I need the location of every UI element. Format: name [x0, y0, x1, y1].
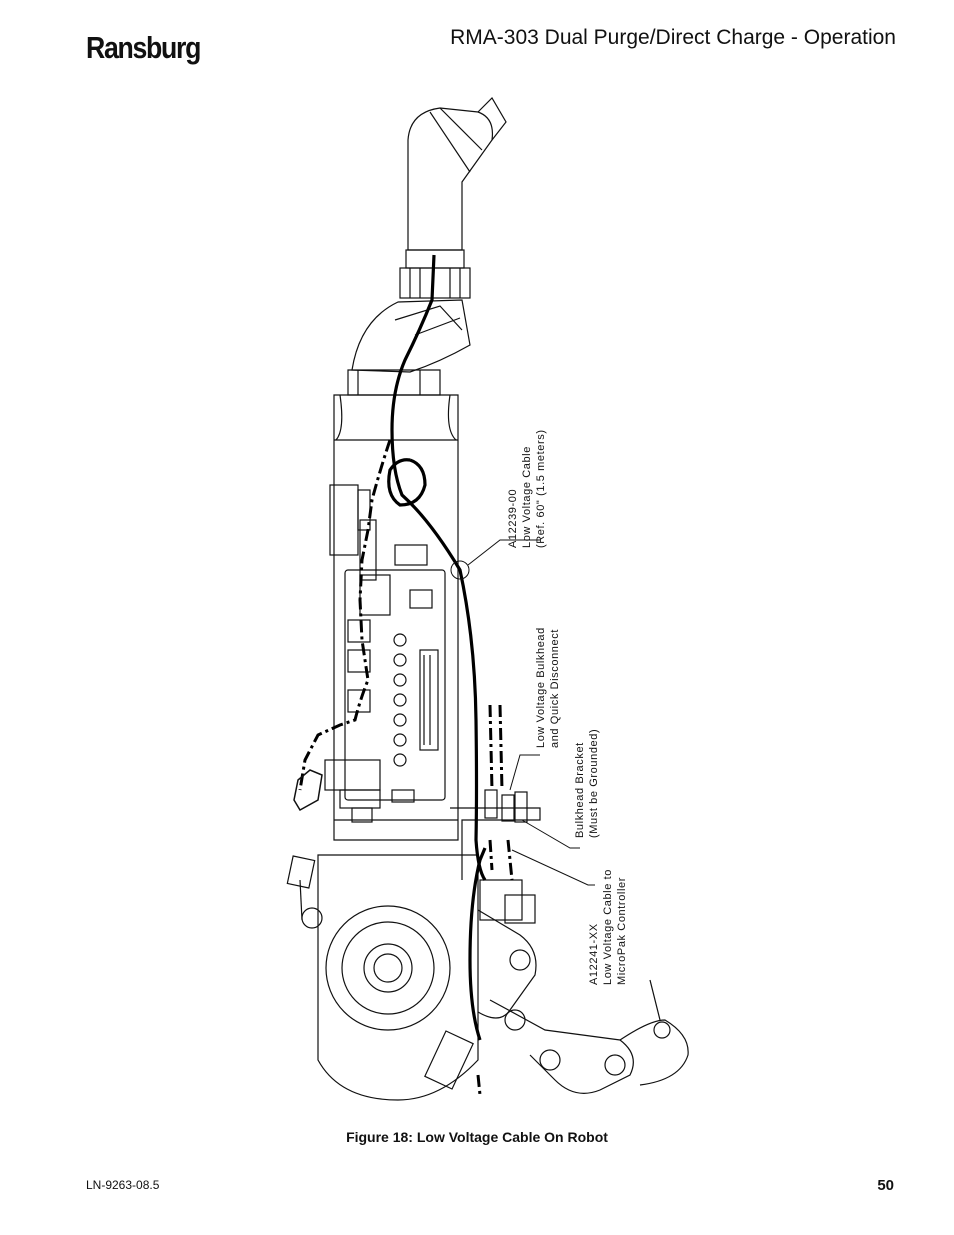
callout-bracket-line2: (Must be Grounded) [588, 729, 600, 838]
callout-a12239-part: A12239-00 [507, 489, 519, 548]
callout-leaders [450, 539, 595, 886]
callout-bracket-line1: Bulkhead Bracket [574, 742, 586, 838]
robot-base-joint [286, 854, 479, 1101]
document-number: LN-9263-08.5 [86, 1178, 160, 1192]
callout-a12241-line1: Low Voltage Cable to [602, 869, 614, 985]
applicator-head [399, 97, 507, 299]
document-title: RMA-303 Dual Purge/Direct Charge - Opera… [450, 26, 896, 49]
brand-logo: Ransburg [86, 30, 201, 65]
callout-a12239-ref: (Ref. 60" (1.5 meters) [535, 429, 547, 548]
page-number: 50 [877, 1177, 894, 1194]
bulkhead-bracket [450, 789, 541, 880]
callout-a12241-part: A12241-XX [588, 923, 600, 985]
mounting-linkage [424, 879, 689, 1094]
callout-a12239-name: Low Voltage Cable [521, 446, 533, 548]
robot-forearm [324, 394, 459, 841]
solenoid-valve-stack [393, 633, 439, 767]
callout-bulkhead-line2: and Quick Disconnect [549, 629, 561, 748]
callout-bulkhead-line1: Low Voltage Bulkhead [535, 627, 547, 748]
dashed-harness [298, 439, 514, 1096]
probe-connector [293, 769, 323, 812]
figure-caption: Figure 18: Low Voltage Cable On Robot [346, 1129, 608, 1145]
robot-cable-diagram: A12239-00 Low Voltage Cable (Ref. 60" (1… [286, 97, 689, 1101]
low-voltage-cable [387, 254, 487, 1041]
callout-a12241-line2: MicroPak Controller [616, 877, 628, 985]
robot-wrist [347, 299, 471, 396]
